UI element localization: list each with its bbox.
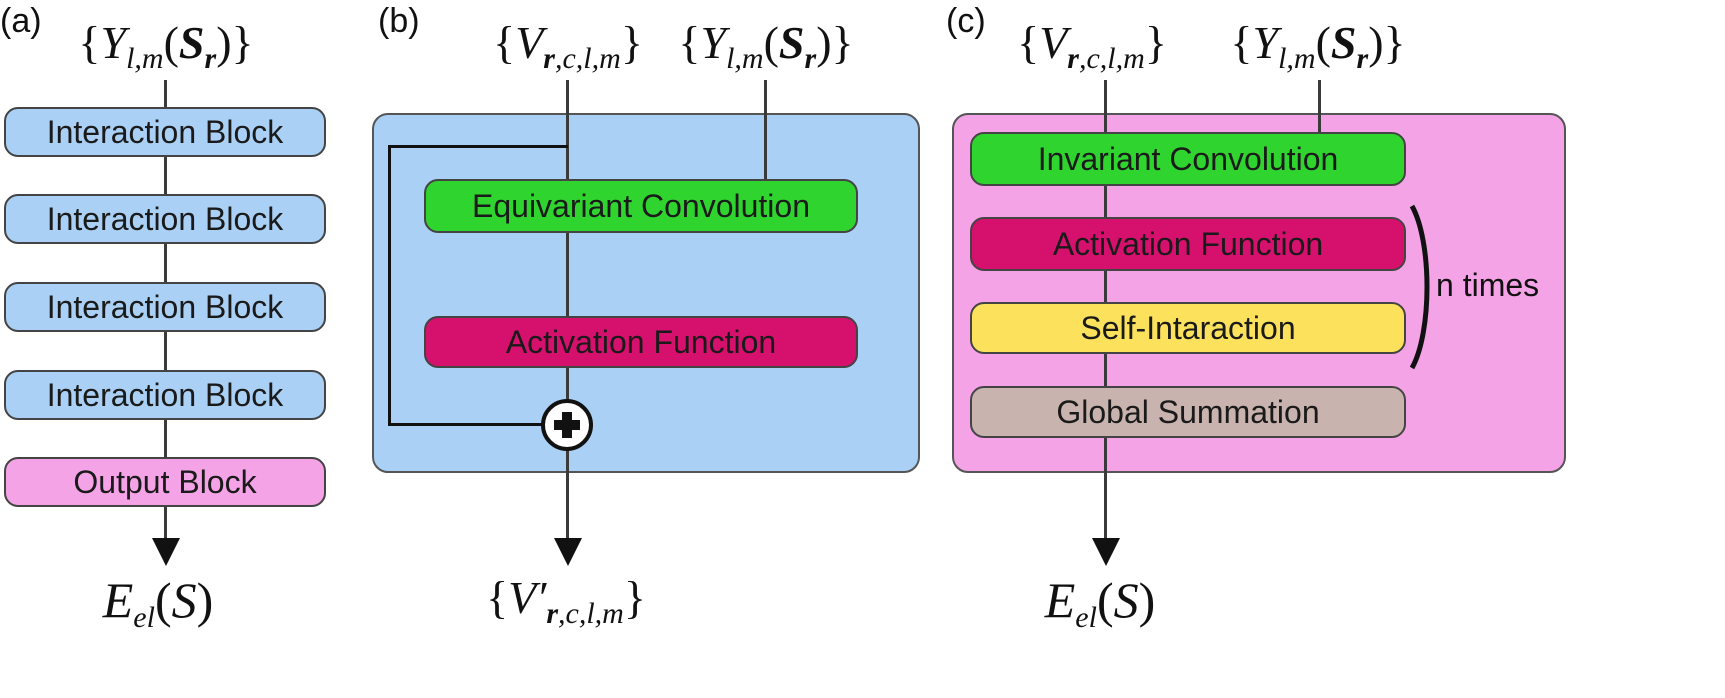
panel-b-output-v: {V′r,c,l,m} bbox=[486, 572, 646, 630]
panel-a-output-energy: Eel(S) bbox=[102, 572, 214, 634]
self-interaction-block: Self-Intaraction bbox=[970, 302, 1406, 354]
panel-c-output-arrow bbox=[1092, 538, 1120, 566]
panel-b-activation-function-block: Activation Function bbox=[424, 316, 858, 368]
interaction-block-1: Interaction Block bbox=[4, 107, 326, 157]
panel-a-input-y: {Yl,m(Sr)} bbox=[78, 17, 254, 75]
panel-label-a: (a) bbox=[0, 2, 42, 40]
interaction-block-4: Interaction Block bbox=[4, 370, 326, 420]
panel-b-input-v: {Vr,c,l,m} bbox=[493, 17, 643, 75]
panel-a-output-arrow bbox=[152, 538, 180, 566]
global-summation-block: Global Summation bbox=[970, 386, 1406, 438]
panel-c-input-y: {Yl,m(Sr)} bbox=[1230, 17, 1406, 75]
repeat-brace-icon bbox=[1409, 204, 1430, 370]
panel-b-container bbox=[372, 113, 920, 473]
interaction-block-2: Interaction Block bbox=[4, 194, 326, 244]
equivariant-convolution-block: Equivariant Convolution bbox=[424, 179, 858, 233]
panel-c-y-line bbox=[1318, 80, 1321, 132]
panel-label-b: (b) bbox=[378, 2, 420, 40]
panel-b-skip-bottom bbox=[388, 423, 548, 426]
panel-c-activation-function-block: Activation Function bbox=[970, 217, 1406, 271]
panel-b-input-y: {Yl,m(Sr)} bbox=[678, 17, 854, 75]
interaction-block-3: Interaction Block bbox=[4, 282, 326, 332]
output-block: Output Block bbox=[4, 457, 326, 507]
panel-b-skip-top bbox=[388, 145, 568, 148]
panel-b-y-line bbox=[764, 80, 767, 180]
panel-c-output-energy: Eel(S) bbox=[1044, 572, 1156, 634]
panel-b-main-line bbox=[566, 80, 569, 540]
panel-b-skip-side bbox=[388, 145, 391, 426]
repeat-count-label: n times bbox=[1436, 267, 1540, 303]
panel-b-output-arrow bbox=[554, 538, 582, 566]
panel-c-input-v: {Vr,c,l,m} bbox=[1017, 17, 1167, 75]
residual-add-icon bbox=[541, 399, 593, 451]
panel-label-c: (c) bbox=[946, 2, 986, 40]
invariant-convolution-block: Invariant Convolution bbox=[970, 132, 1406, 186]
